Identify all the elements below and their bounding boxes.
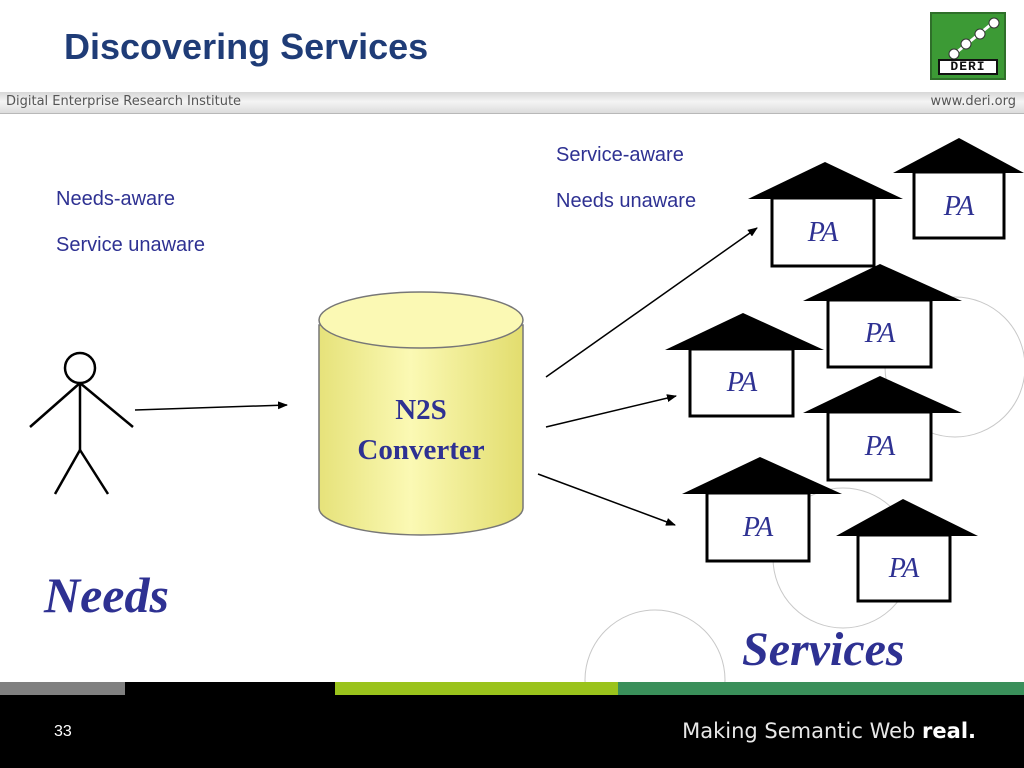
house-label: PA — [742, 512, 774, 543]
label-needs-unaware: Needs unaware — [556, 190, 697, 212]
services-label: Services — [742, 623, 905, 676]
person-icon — [29, 351, 134, 495]
house-pa: PA — [803, 376, 962, 482]
house-pa: PA — [893, 138, 1024, 240]
institute-name: Digital Enterprise Research Institute — [6, 94, 242, 109]
footer-bar: 33 Making Semantic Web real. — [0, 695, 1024, 768]
house-pa: PA — [682, 457, 842, 563]
arrow-converter-to-top — [545, 227, 758, 378]
needs-label: Needs — [44, 567, 169, 623]
house-pa: PA — [665, 313, 824, 418]
slide-title: Discovering Services — [64, 26, 429, 67]
house-label: PA — [807, 217, 839, 248]
converter-label-line2: Converter — [357, 434, 484, 466]
header-bar: Digital Enterprise Research Institute ww… — [0, 92, 1024, 114]
house-label: PA — [888, 553, 920, 584]
label-needs-aware: Needs-aware — [56, 188, 175, 210]
converter-label-line1: N2S — [395, 394, 447, 426]
page-number: 33 — [54, 723, 72, 740]
arrow-converter-to-bottom — [537, 473, 676, 526]
footer-stripes — [0, 682, 1024, 695]
house-label: PA — [864, 431, 896, 462]
deri-logo: DERI — [930, 12, 1006, 80]
logo-text: DERI — [938, 59, 998, 75]
house-pa: PA — [748, 162, 903, 268]
house-label: PA — [864, 318, 896, 349]
house-label: PA — [943, 191, 975, 222]
n2s-converter-cylinder: N2S Converter — [318, 291, 524, 536]
website-url: www.deri.org — [930, 94, 1017, 109]
arrow-person-to-converter — [134, 401, 288, 411]
house-label: PA — [726, 367, 758, 398]
house-pa: PA — [803, 264, 962, 369]
arrow-converter-to-middle — [545, 394, 677, 428]
label-service-unaware: Service unaware — [56, 234, 205, 256]
house-pa: PA — [836, 499, 978, 603]
label-service-aware: Service-aware — [556, 144, 684, 166]
tagline: Making Semantic Web real. — [682, 719, 976, 743]
